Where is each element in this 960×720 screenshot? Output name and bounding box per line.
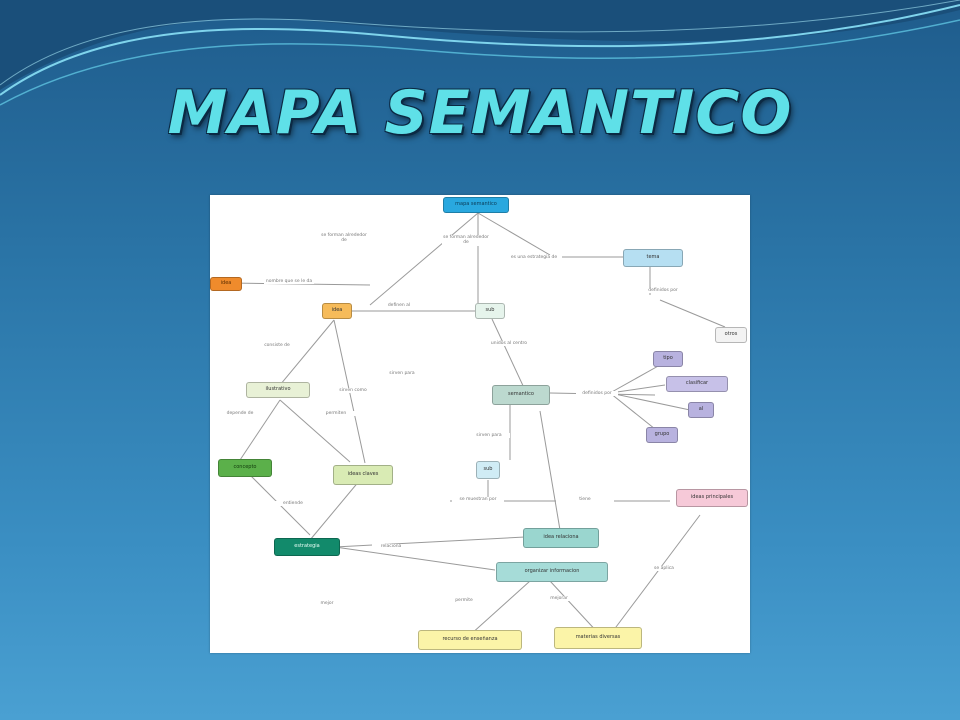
node-purple-3: al xyxy=(688,402,714,418)
link-label: es una estrategia de xyxy=(506,255,562,261)
node-small-blue: sub xyxy=(476,461,500,479)
node-blue-top-right: tema xyxy=(623,249,683,267)
link-label: se forman alrededor de xyxy=(442,235,490,246)
node-green-light: ilustrativo xyxy=(246,382,310,398)
node-teal-wide: organizar informacion xyxy=(496,562,608,582)
link-label: nombre que se le da xyxy=(264,279,314,285)
node-purple-2: clasificar xyxy=(666,376,728,392)
link-label: sirven para xyxy=(386,371,418,377)
link-label: tiene xyxy=(556,497,614,503)
header-swoosh-decoration xyxy=(0,0,960,106)
node-green-dark: concepto xyxy=(218,459,272,477)
link-label: definidos por xyxy=(644,288,682,294)
link-label: se aplica xyxy=(652,566,676,572)
node-root: mapa semantico xyxy=(443,197,509,213)
node-yellow-right: materias diversas xyxy=(554,627,642,649)
link-label: consiste de xyxy=(250,343,304,349)
semantic-map-diagram: mapa semantico idea idea tema otros sub … xyxy=(210,195,750,653)
link-label: permite xyxy=(446,598,482,604)
link-label: sirven para xyxy=(468,433,510,439)
link-label: mejor xyxy=(314,601,340,607)
node-orange-left: idea xyxy=(210,277,242,291)
link-label: se forman alrededor de xyxy=(318,233,370,244)
link-label: depende de xyxy=(216,411,264,417)
node-main-center: semantico xyxy=(492,385,550,405)
node-teal-light: idea relaciona xyxy=(523,528,599,548)
link-label: definidos por xyxy=(576,391,618,397)
link-label: entiende xyxy=(272,501,314,507)
link-label: mejorar xyxy=(538,596,580,602)
link-label: sirven como xyxy=(334,388,372,394)
node-grey-right: otros xyxy=(715,327,747,343)
node-mid-center: sub xyxy=(475,303,505,319)
node-purple-4: grupo xyxy=(646,427,678,443)
link-label: relaciona xyxy=(372,544,410,550)
link-label: se muestran por xyxy=(452,497,504,503)
node-pink: ideas principales xyxy=(676,489,748,507)
diagram-connectors xyxy=(229,212,726,636)
slide-title: MAPA SEMANTICO xyxy=(167,78,793,148)
link-label: unidos al centro xyxy=(480,341,538,347)
node-yellow-left: recurso de enseñanza xyxy=(418,630,522,650)
node-green-box: ideas claves xyxy=(333,465,393,485)
link-label: definen al xyxy=(380,303,418,309)
node-purple-1: tipo xyxy=(653,351,683,367)
link-label: permiten xyxy=(310,411,362,417)
node-center-left: idea xyxy=(322,303,352,319)
node-teal-dark: estrategia xyxy=(274,538,340,556)
